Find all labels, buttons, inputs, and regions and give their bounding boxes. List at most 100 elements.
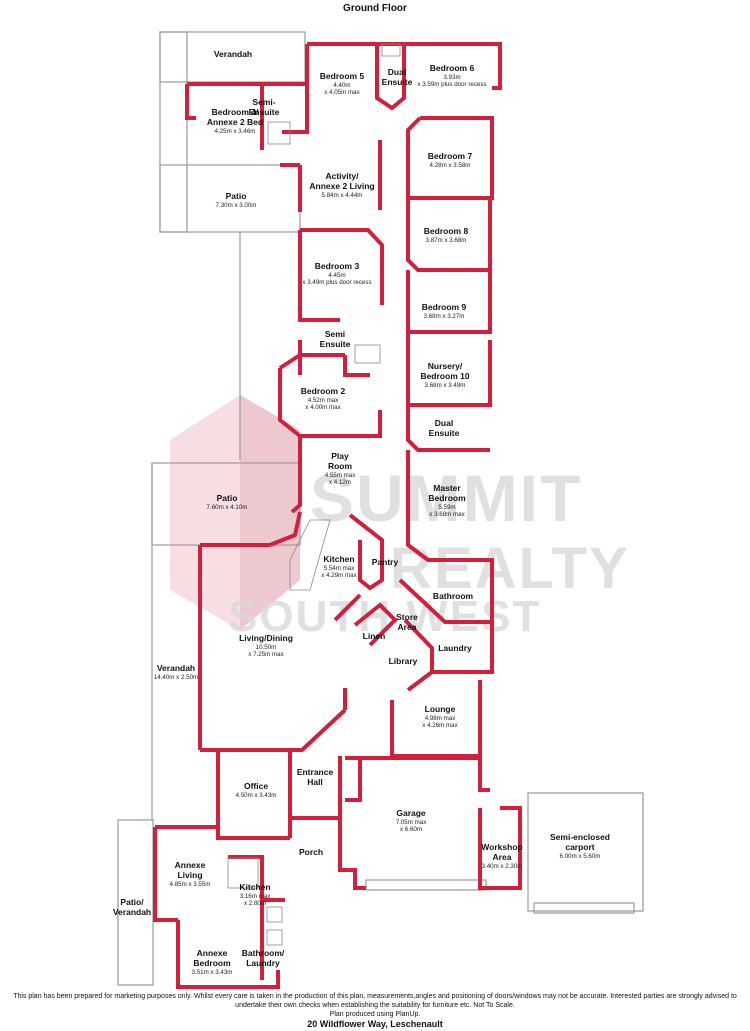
watermark-text-1: SUMMIT xyxy=(310,461,583,535)
property-address: 20 Wildflower Way, Leschenault xyxy=(307,1019,443,1029)
room-name: Porch xyxy=(298,847,324,857)
room-name: Verandah xyxy=(213,49,253,59)
room-dimensions: 3.51m x 3.43m xyxy=(191,968,233,976)
room-name: Living/Dining xyxy=(239,633,293,643)
room-name: Patio xyxy=(216,493,238,503)
room-label-semi-ensuite-1: Semi-Ensuite xyxy=(249,97,280,118)
room-label-pantry: Pantry xyxy=(371,557,399,568)
room-name: Bathroom/Laundry xyxy=(241,948,285,968)
room-label-bathroom: Bathroom xyxy=(432,591,474,602)
room-label-linen: Linen xyxy=(362,631,386,642)
floor-title: Ground Floor xyxy=(343,3,407,14)
room-name: Kitchen xyxy=(323,554,355,564)
watermark-text-2: REALTY xyxy=(390,536,630,601)
room-name: Bedroom 3 xyxy=(314,261,360,271)
room-name: Library xyxy=(388,656,418,666)
disclaimer-line-2: undertake their own checks when establis… xyxy=(235,1001,515,1009)
room-name: Patio/Verandah xyxy=(112,897,152,917)
room-name: Linen xyxy=(362,631,386,641)
room-dimensions: 14.40m x 2.50m xyxy=(153,673,199,681)
room-dimensions: 4.25m x 3.46m xyxy=(214,127,256,135)
room-dimensions: 7.60m x 4.10m xyxy=(206,503,248,511)
room-dimensions: 3.40m x 2.30m xyxy=(481,862,523,870)
room-name: Activity/Annexe 2 Living xyxy=(309,171,375,191)
room-name: Patio xyxy=(225,191,247,201)
room-name: Bedroom 7 xyxy=(427,151,473,161)
disclaimer-line-1: This plan has been prepared for marketin… xyxy=(13,993,737,1000)
room-dimensions: 4.50m x 3.43m xyxy=(235,791,277,799)
room-name: Kitchen xyxy=(239,882,271,892)
room-label-porch: Porch xyxy=(298,847,324,858)
room-name: Garage xyxy=(396,808,426,818)
room-name: Bedroom 9 xyxy=(421,302,467,312)
room-dimensions: 6.00m x 5.60m xyxy=(559,852,601,860)
room-name: Office xyxy=(243,781,269,791)
room-name: Bedroom 5 xyxy=(319,71,365,81)
room-label-bathroom-laundry: Bathroom/Laundry xyxy=(241,948,285,969)
room-dimensions: 4.28m x 3.58m xyxy=(429,161,471,169)
room-name: Verandah xyxy=(156,663,196,673)
room-dimensions: 5.84m x 4.44m xyxy=(321,191,363,199)
room-name: Pantry xyxy=(371,557,399,567)
room-dimensions: 7.30m x 3.00m xyxy=(215,201,257,209)
room-dimensions: 3.68m x 3.27m xyxy=(423,312,465,320)
room-name: Bathroom xyxy=(432,591,474,601)
disclaimer-line-3: Plan produced using PlanUp. xyxy=(329,1010,421,1018)
room-label-laundry: Laundry xyxy=(438,643,472,654)
room-label-patio-verandah: Patio/Verandah xyxy=(112,897,152,918)
room-dimensions: 4.85m x 3.55m xyxy=(169,880,211,888)
room-label-library: Library xyxy=(388,656,418,667)
room-name: Lounge xyxy=(424,704,456,714)
room-name: Bedroom 6 xyxy=(429,63,475,73)
room-name: Nursery/Bedroom 10 xyxy=(420,361,470,381)
room-label-verandah-top: Verandah xyxy=(213,49,253,60)
